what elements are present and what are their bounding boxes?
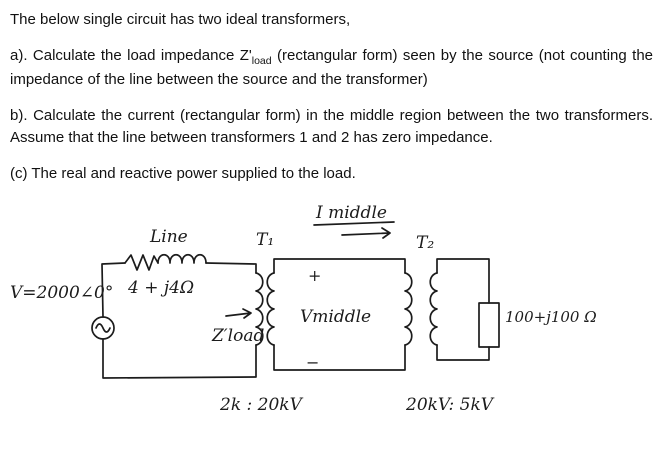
load-box [478, 302, 500, 349]
source-voltage-label: V=2000∠0° [10, 283, 113, 303]
problem-part-c: (c) The real and reactive power supplied… [10, 164, 356, 182]
problem-intro: The below single circuit has two ideal t… [10, 11, 351, 28]
i-middle-underline [313, 221, 395, 227]
wire-line-to-t1 [205, 262, 257, 275]
t2-ratio-label: 20kV: 5kV [405, 395, 495, 415]
line-impedance-label: 4 + j4Ω [127, 278, 194, 298]
wire-source-to-line [101, 262, 126, 319]
part-a-text-pre: a). Calculate the load impedance Z' [10, 46, 252, 64]
problem-part-b: b). Calculate the current (rectangular f… [10, 106, 653, 147]
i-middle-arrow-line [341, 227, 391, 240]
z-load-arrow [225, 308, 252, 320]
wire-bottom-left-loop [102, 338, 257, 380]
t2-secondary-coil [429, 272, 438, 347]
ac-sine-icon [95, 323, 111, 334]
ac-source-circle [91, 316, 115, 341]
t1-secondary-coil [266, 272, 275, 347]
circuit-area: V=2000∠0° Line 4 + j4Ω T₁ T₂ I middle + … [0, 198, 665, 438]
v-middle-label: Vmiddle [300, 307, 371, 327]
z-load-arrow-line [225, 308, 252, 320]
v-middle-minus: − [306, 353, 319, 372]
t1-label: T₁ [256, 230, 274, 250]
t1-ratio-label: 2k : 20kV [219, 395, 304, 415]
wire-load-top [436, 258, 490, 305]
wire-middle-bottom [273, 344, 406, 372]
part-a-text-post: (rectangular form) seen by the source (n… [10, 46, 653, 89]
circuit-wires [101, 254, 500, 380]
t1-primary-coil [255, 272, 264, 347]
problem-part-a: a). Calculate the load impedance Z'load … [10, 45, 653, 92]
part-a-subscript: load [251, 54, 272, 67]
wire-load-bottom [436, 344, 490, 362]
i-middle-label: I middle [315, 203, 387, 223]
i-middle-arrow [313, 221, 395, 240]
load-impedance-label: 100+j100 Ω [505, 308, 597, 326]
ac-source-symbol [91, 316, 115, 341]
circuit-diagram: V=2000∠0° Line 4 + j4Ω T₁ T₂ I middle + … [10, 203, 597, 415]
inductor-symbol [157, 254, 207, 265]
resistor-symbol [124, 254, 159, 272]
line-label: Line [149, 227, 188, 247]
t2-primary-coil [404, 272, 413, 347]
z-load-label: Z′load [211, 326, 264, 346]
v-middle-plus: + [308, 266, 321, 285]
t2-label: T₂ [416, 233, 434, 253]
wire-middle-top [273, 258, 406, 275]
problem-text: The below single circuit has two ideal t… [0, 0, 665, 185]
